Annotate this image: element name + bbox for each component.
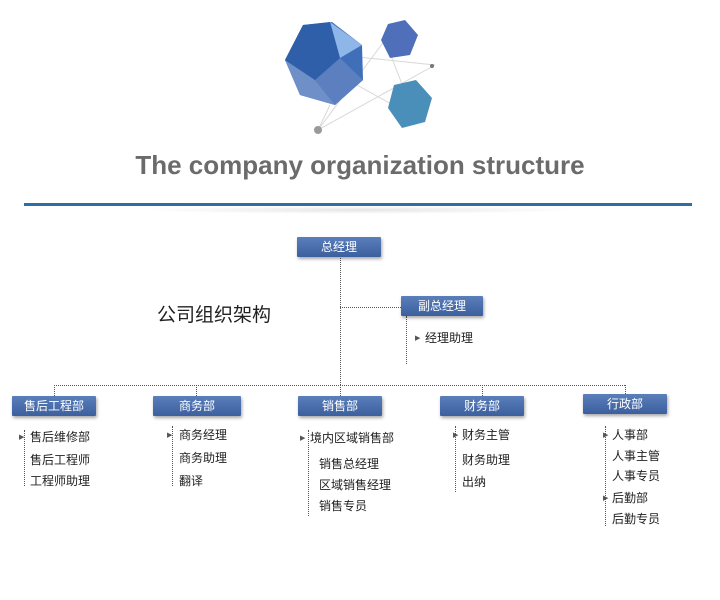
org-item: 财务主管 xyxy=(462,428,511,442)
org-item: 财务助理 xyxy=(462,453,511,467)
org-item: 销售总经理 xyxy=(319,457,380,471)
org-item: 境内区域销售部 xyxy=(310,431,395,445)
bullet-arrow-icon: ▶ xyxy=(603,431,609,439)
org-item: 人事主管 xyxy=(612,449,661,463)
divider-shadow xyxy=(140,206,580,214)
connector-items xyxy=(455,426,456,492)
org-item: 人事专员 xyxy=(612,469,661,483)
connector-items xyxy=(308,430,309,516)
bullet-arrow-icon: ▶ xyxy=(300,434,306,442)
org-item: 售后工程师 xyxy=(30,453,91,467)
connector-dept-3 xyxy=(340,385,341,396)
connector-deputy xyxy=(340,307,401,308)
connector-dept-2 xyxy=(196,385,197,396)
connector-dept-4 xyxy=(482,385,483,396)
org-item: 商务助理 xyxy=(179,451,228,465)
bullet-arrow-icon: ▶ xyxy=(167,431,173,439)
bullet-arrow-icon: ▶ xyxy=(603,494,609,502)
org-item: 销售专员 xyxy=(319,499,368,513)
org-item: 人事部 xyxy=(612,428,649,442)
connector-dept-1 xyxy=(54,385,55,396)
hexagon-graphic xyxy=(285,20,436,134)
page-title: The company organization structure xyxy=(135,150,585,180)
org-item: 出纳 xyxy=(462,475,487,489)
title-divider xyxy=(24,203,692,206)
org-item: 区域销售经理 xyxy=(319,478,392,492)
org-item: 后勤部 xyxy=(612,491,649,505)
deputy-manager-box: 副总经理 xyxy=(401,296,483,316)
connector-departments xyxy=(54,385,625,386)
org-item: 售后维修部 xyxy=(30,430,91,444)
connector-dept-5 xyxy=(625,385,626,396)
department-box: 商务部 xyxy=(153,396,241,416)
connector-items xyxy=(172,426,173,486)
subtitle: 公司组织架构 xyxy=(157,304,272,326)
org-item: 翻译 xyxy=(179,474,204,488)
connector-top xyxy=(340,258,341,385)
bullet-arrow-icon: ▶ xyxy=(453,431,459,439)
connector-items xyxy=(605,426,606,526)
org-item: 工程师助理 xyxy=(30,474,91,488)
department-box: 销售部 xyxy=(298,396,382,416)
department-box: 行政部 xyxy=(583,394,667,414)
org-item: 经理助理 xyxy=(425,331,474,345)
department-box: 财务部 xyxy=(440,396,524,416)
bullet-arrow-icon: ▶ xyxy=(19,433,25,441)
department-box: 售后工程部 xyxy=(12,396,96,416)
org-item: 后勤专员 xyxy=(612,512,661,526)
org-item: 商务经理 xyxy=(179,428,228,442)
connector-deputy-items xyxy=(406,316,407,364)
general-manager-box: 总经理 xyxy=(297,237,381,257)
bullet-arrow-icon: ▶ xyxy=(415,334,421,342)
connector-items xyxy=(24,430,25,486)
